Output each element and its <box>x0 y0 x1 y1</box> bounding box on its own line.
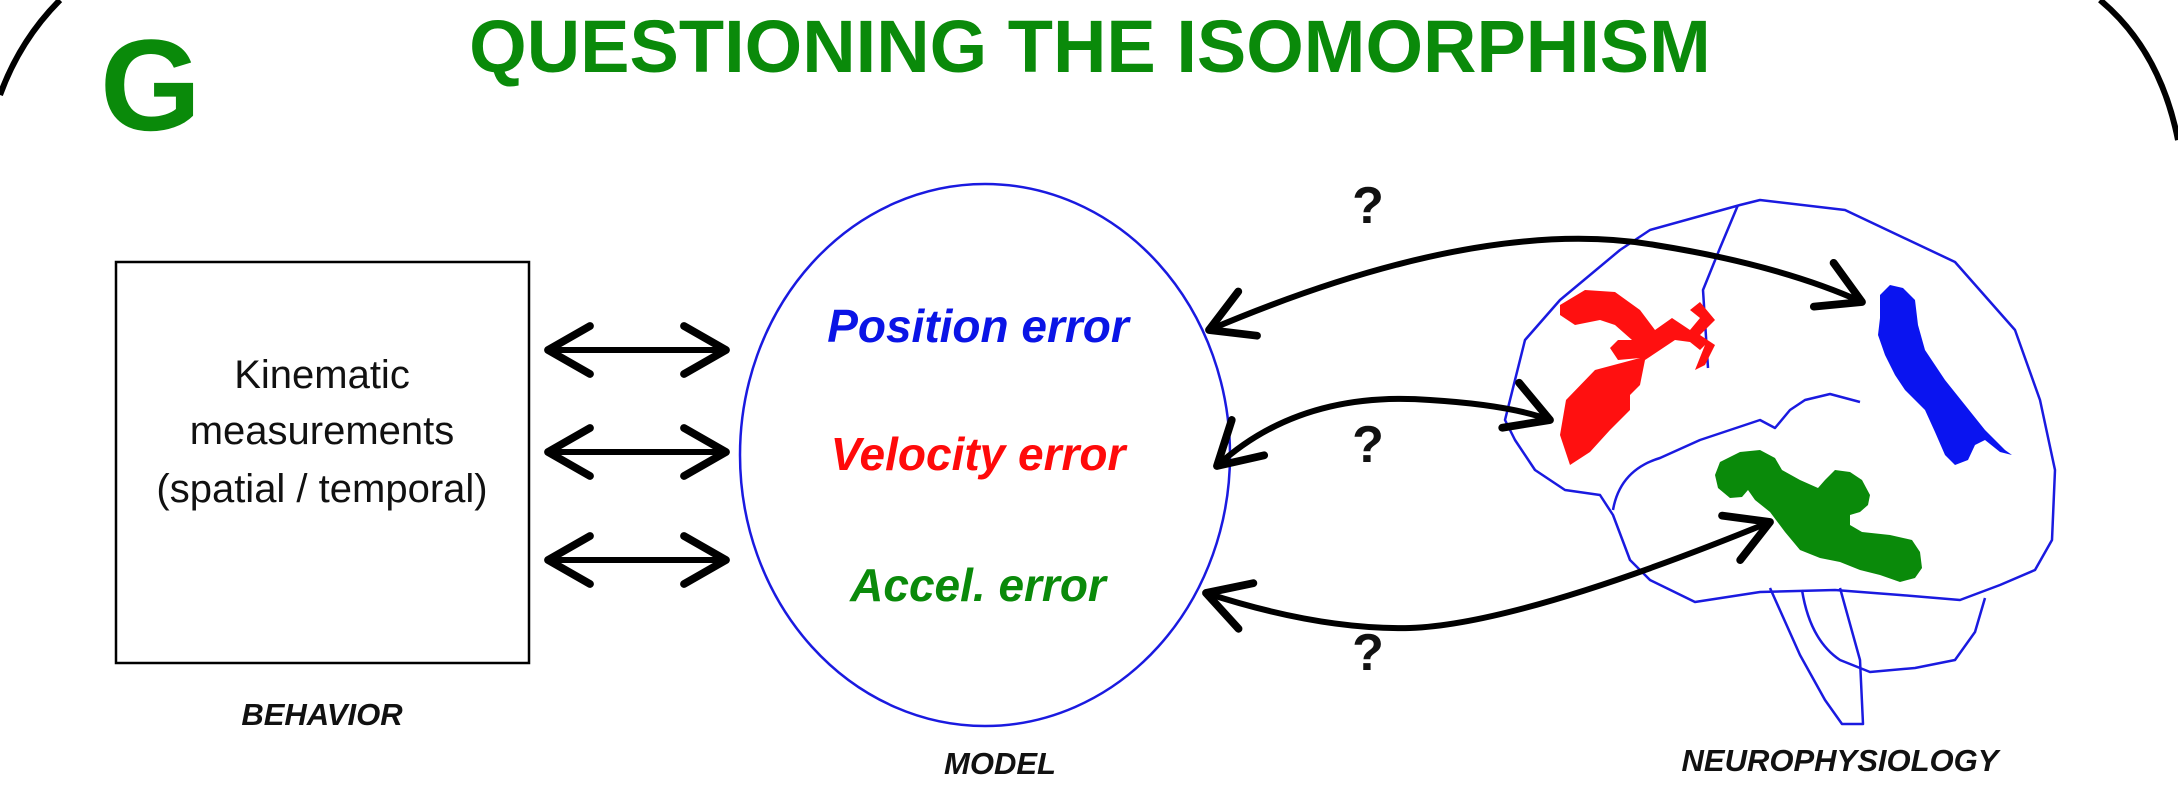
caption-behavior: BEHAVIOR <box>241 697 403 732</box>
brain-region-red <box>1560 290 1715 465</box>
curved-arrow-accel <box>1202 511 1774 633</box>
curved-arrow-position <box>1205 235 1866 340</box>
question-mark-2: ? <box>1352 416 1384 474</box>
question-mark-1: ? <box>1352 177 1384 235</box>
behavior-model-arrows <box>544 322 730 588</box>
caption-neurophysiology: NEUROPHYSIOLOGY <box>1682 743 2002 778</box>
panel-frame <box>0 0 2178 141</box>
panel-letter: G <box>100 12 201 158</box>
velocity-error-label: Velocity error <box>831 428 1128 480</box>
position-error-label: Position error <box>827 300 1131 352</box>
brain-region-blue <box>1878 285 2012 465</box>
question-mark-3: ? <box>1352 624 1384 682</box>
behavior-box <box>114 260 531 665</box>
behavior-line-2: measurements <box>190 409 455 453</box>
behavior-line-1: Kinematic <box>234 353 410 397</box>
accel-error-label: Accel. error <box>849 559 1108 611</box>
curved-arrow-velocity <box>1213 378 1554 470</box>
brain-region-green <box>1715 450 1922 582</box>
caption-model: MODEL <box>944 746 1056 781</box>
behavior-line-3: (spatial / temporal) <box>156 467 487 511</box>
model-brain-arrows <box>1202 235 1866 633</box>
brain-outline <box>1503 198 2057 726</box>
figure-title: QUESTIONING THE ISOMORPHISM <box>469 5 1711 88</box>
